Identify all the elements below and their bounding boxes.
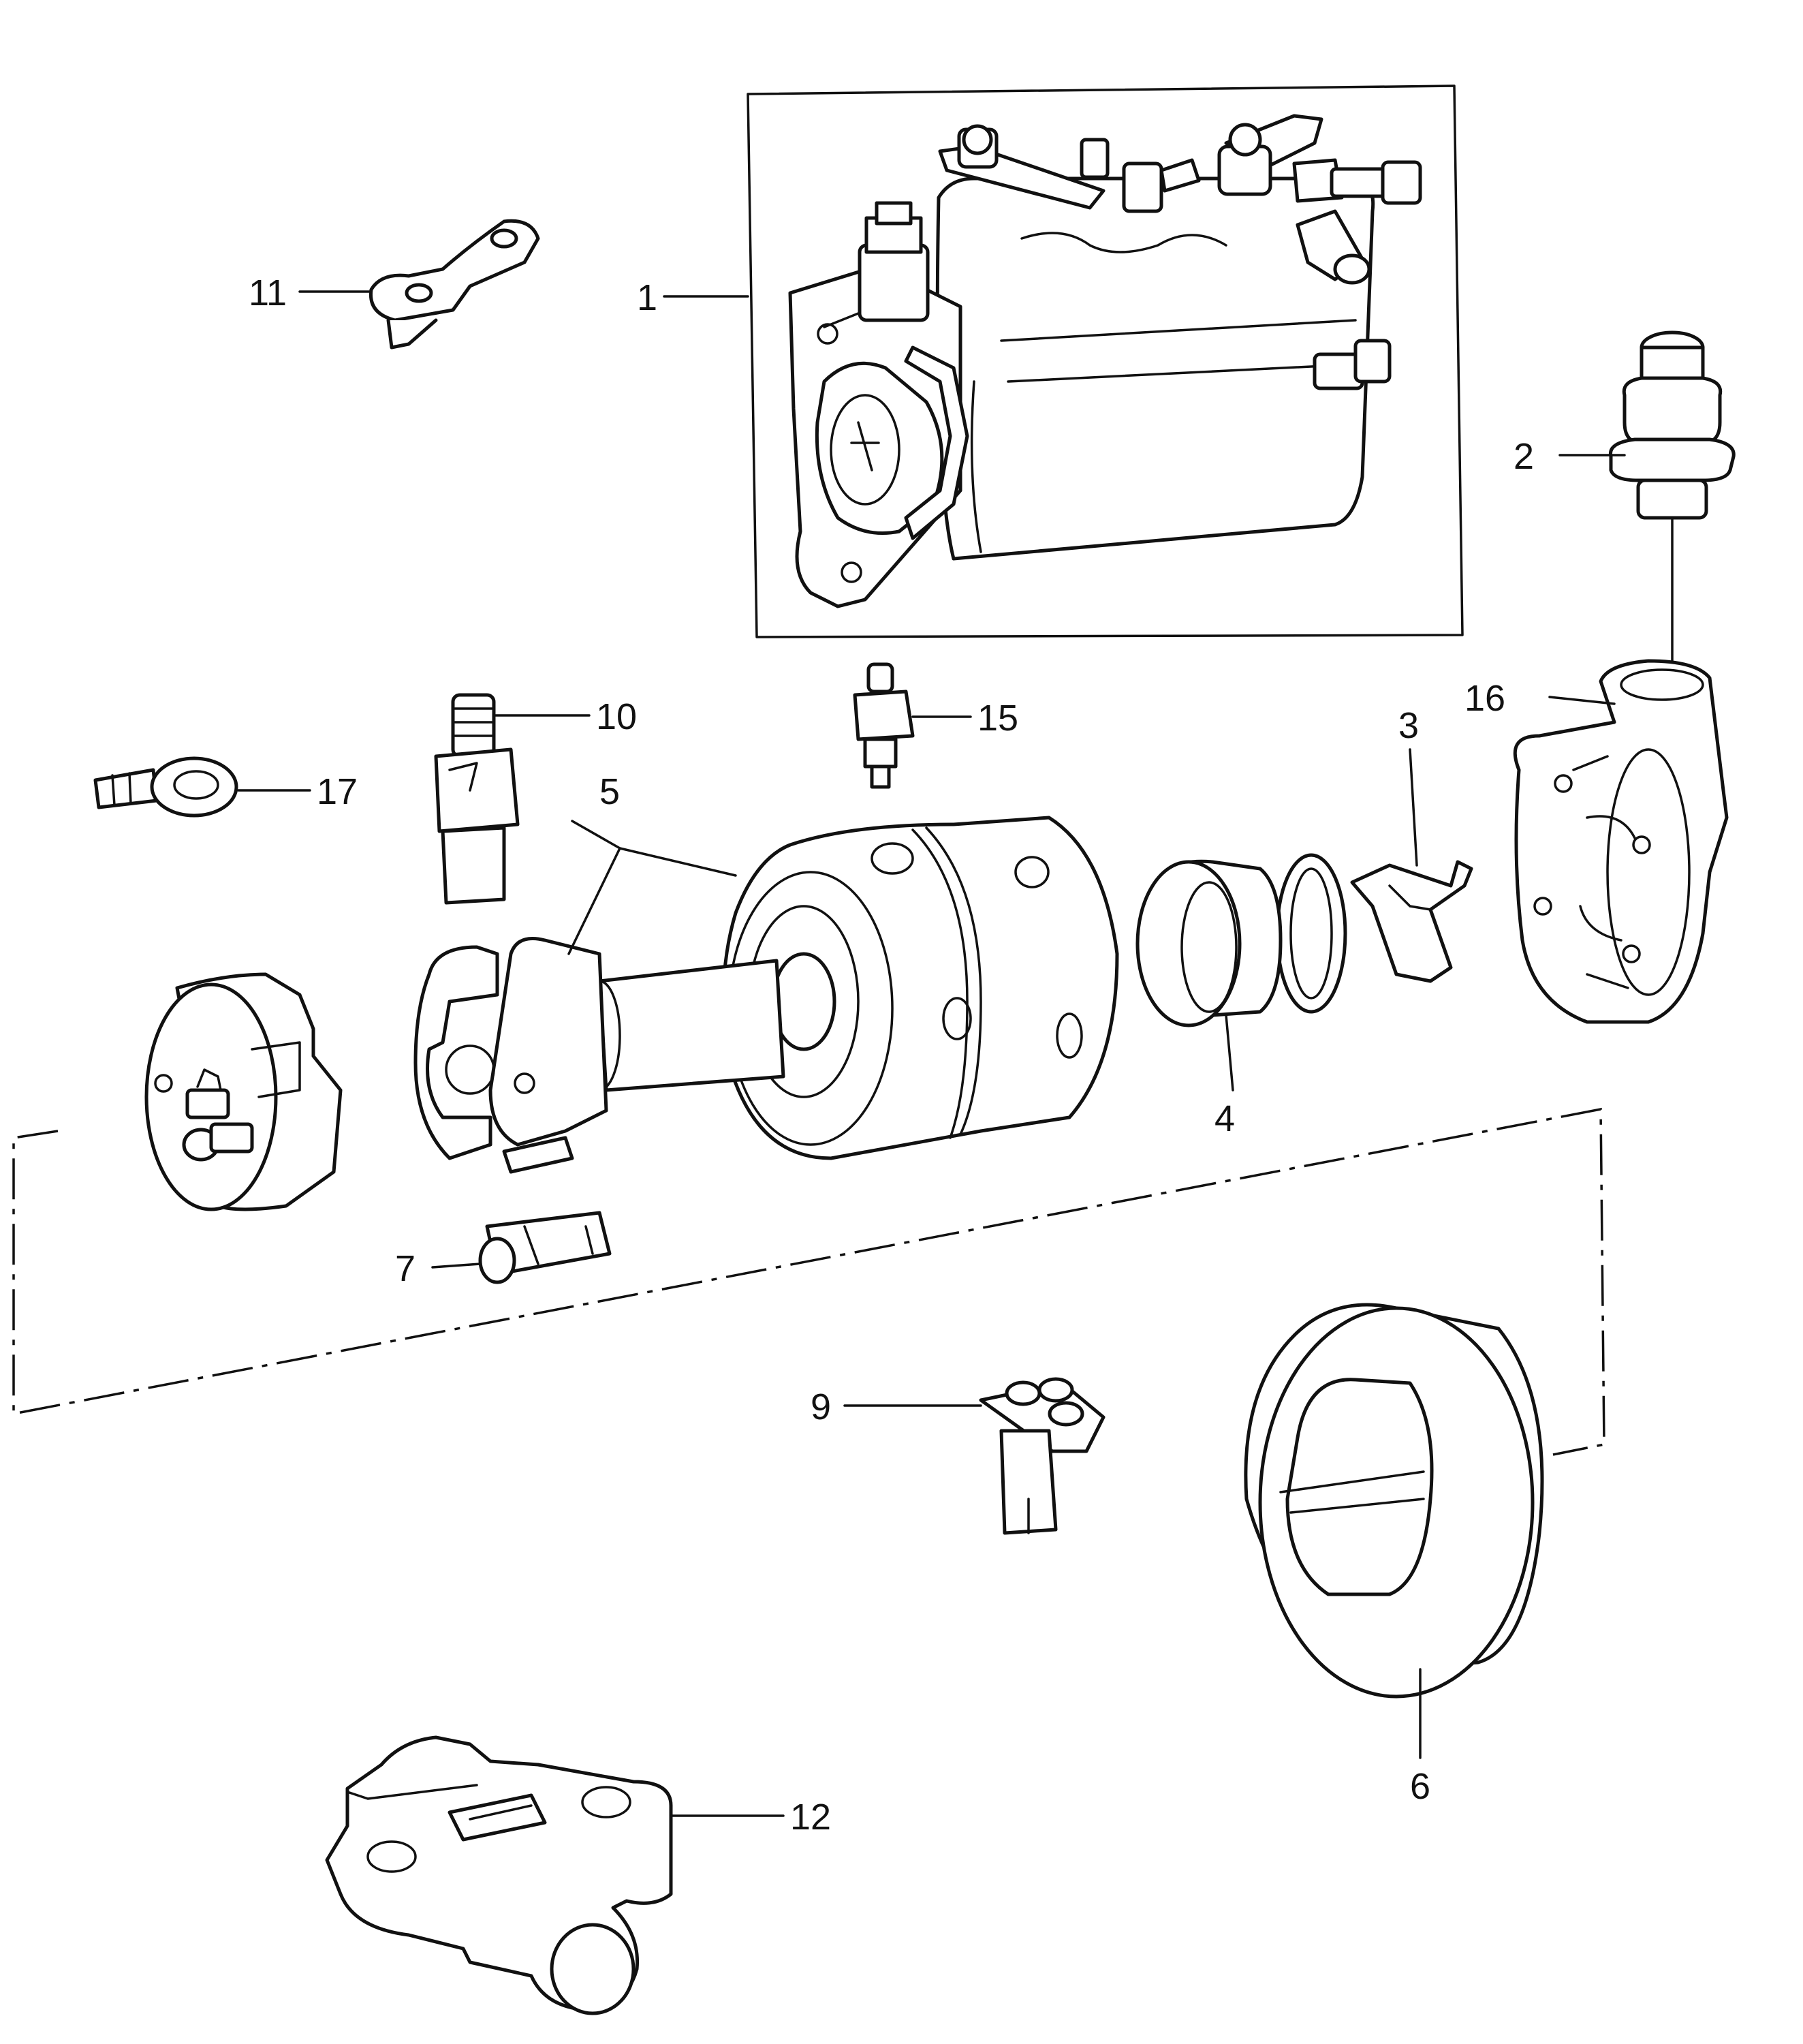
cam-ring bbox=[144, 972, 343, 1211]
callout-17: 17 bbox=[317, 771, 358, 812]
callout-10: 10 bbox=[596, 696, 637, 737]
callout-2: 2 bbox=[1514, 436, 1534, 477]
part-16-housing bbox=[1513, 659, 1729, 1024]
part-2-fitting bbox=[1608, 330, 1736, 679]
part-9-latch bbox=[979, 1377, 1106, 1535]
part-4-rings bbox=[1135, 853, 1347, 1027]
part-1-frame-box bbox=[747, 84, 1464, 638]
callout-labels: 1 2 3 4 5 6 7 9 10 11 12 15 16 17 bbox=[249, 273, 1534, 1838]
part-12-housing bbox=[325, 1735, 673, 2015]
part-17-banjo bbox=[93, 756, 238, 818]
part-3-key bbox=[1350, 860, 1473, 983]
callout-1: 1 bbox=[637, 277, 657, 318]
part-6-ring bbox=[1244, 1303, 1544, 1699]
callout-11: 11 bbox=[249, 273, 287, 313]
callout-16: 16 bbox=[1464, 678, 1505, 719]
callout-3: 3 bbox=[1398, 705, 1419, 746]
part-1-pump-assembly bbox=[747, 84, 1464, 638]
callout-4: 4 bbox=[1214, 1098, 1235, 1139]
part-10-valve bbox=[434, 693, 520, 905]
callout-9: 9 bbox=[811, 1387, 831, 1427]
callout-15: 15 bbox=[977, 698, 1018, 739]
leader-lines bbox=[237, 290, 1626, 1817]
assembly-dash-lines bbox=[12, 1107, 1605, 1456]
callout-7: 7 bbox=[395, 1248, 416, 1289]
part-15-fitting bbox=[853, 662, 915, 789]
callout-12: 12 bbox=[790, 1797, 831, 1838]
part-11-bracket bbox=[369, 219, 540, 350]
part-5-rotor-head bbox=[413, 816, 1119, 1174]
callout-6: 6 bbox=[1410, 1766, 1430, 1807]
part-7-shoe bbox=[478, 1211, 612, 1284]
callout-5: 5 bbox=[599, 771, 620, 812]
